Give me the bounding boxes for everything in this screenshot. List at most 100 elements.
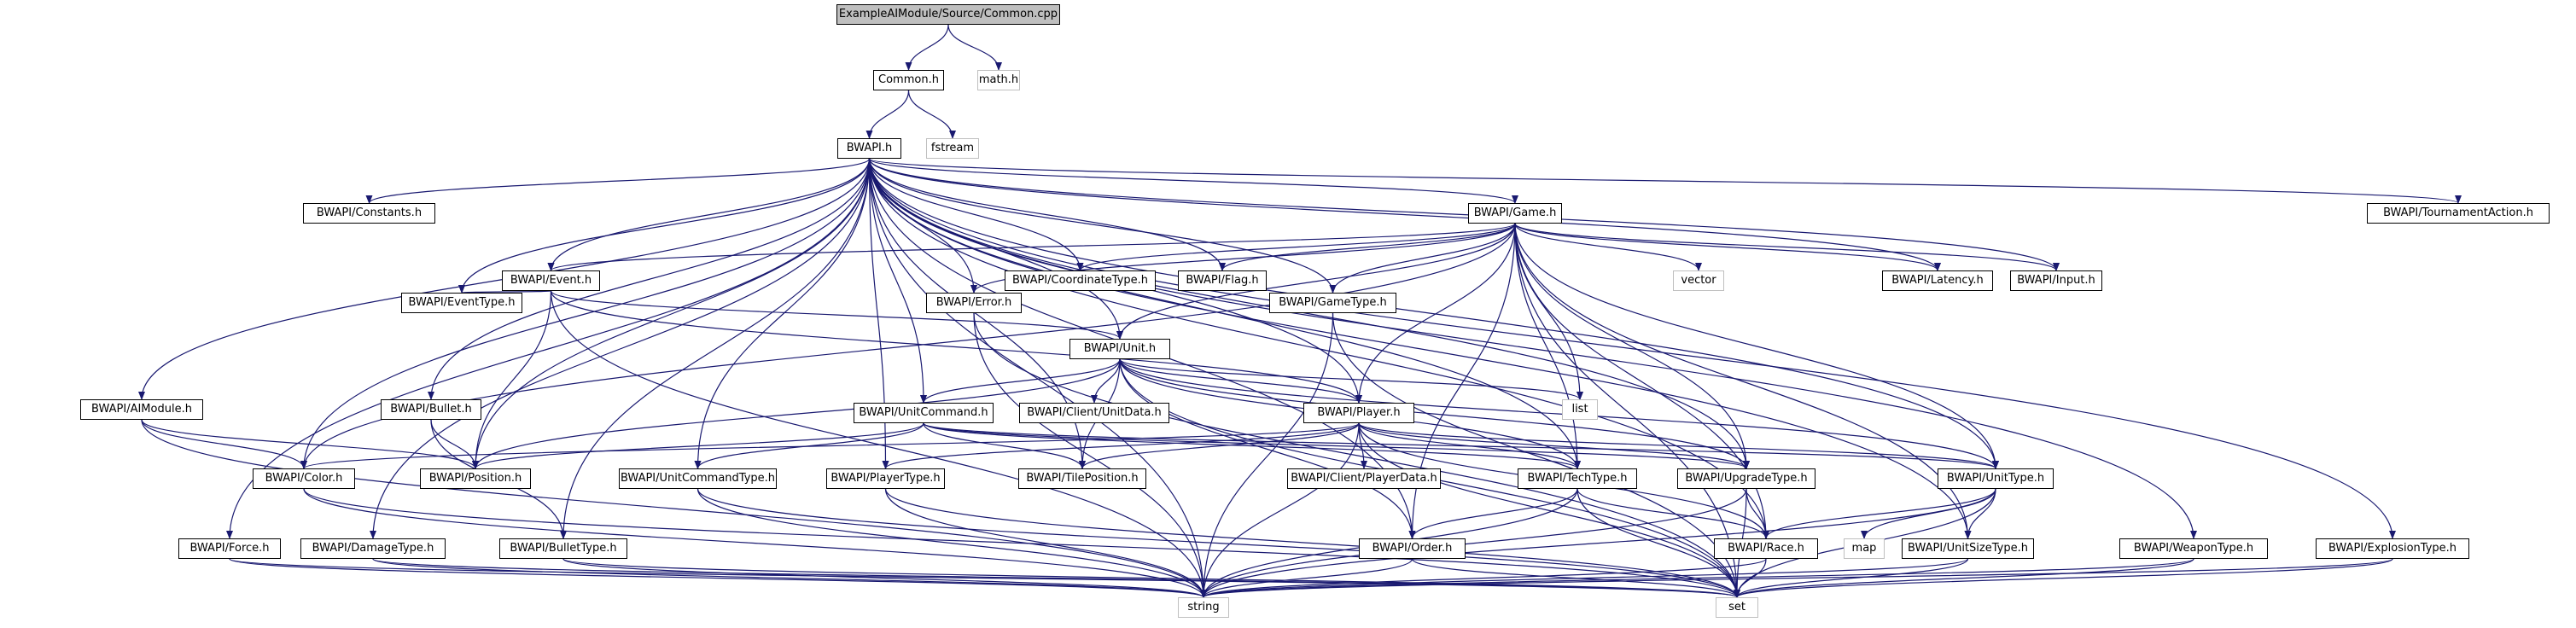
edge-explosiontype-to-string [1200, 558, 2393, 598]
edge-event-to-position [472, 290, 552, 469]
edge-bullettype-to-set [562, 558, 1740, 598]
edge-bwapi-to-explosiontype [868, 158, 2396, 539]
edge-race-to-string [1200, 558, 1767, 598]
edge-root-to-math [947, 24, 1002, 71]
edge-unitsizetype-to-string [1200, 558, 1969, 598]
node-game-h[interactable]: BWAPI/Game.h [1468, 203, 1562, 224]
node-tournamentaction-h[interactable]: BWAPI/TournamentAction.h [2367, 203, 2550, 224]
node-unitcommandtype-h[interactable]: BWAPI/UnitCommandType.h [619, 468, 777, 489]
edge-unitcommandtype-to-set [696, 488, 1740, 598]
edge-game-to-player [1355, 223, 1516, 404]
edge-game-to-order [1408, 223, 1516, 539]
edge-playertype-to-set [884, 488, 1740, 598]
node-bullettype-h[interactable]: BWAPI/BulletType.h [499, 538, 627, 559]
node-client-unitdata-h[interactable]: BWAPI/Client/UnitData.h [1019, 403, 1169, 423]
node-eventtype-h[interactable]: BWAPI/EventType.h [401, 293, 522, 313]
edge-unitcommand-to-position [472, 422, 924, 469]
node-latency-h[interactable]: BWAPI/Latency.h [1882, 270, 1993, 291]
edge-game-to-coordtype [1076, 223, 1516, 271]
edge-bwapi-to-unitcommandtype [694, 158, 871, 469]
edge-common-to-bwapi [865, 90, 910, 139]
node-damagetype-h[interactable]: BWAPI/DamageType.h [300, 538, 446, 559]
node-input-h[interactable]: BWAPI/Input.h [2010, 270, 2102, 291]
edge-unittype-to-string [1200, 488, 1996, 598]
node-color-h[interactable]: BWAPI/Color.h [253, 468, 355, 489]
edge-damagetype-to-set [372, 558, 1740, 598]
edge-game-to-latency [1514, 223, 1941, 271]
edge-game-to-unittype [1514, 223, 1999, 469]
node-common-cpp[interactable]: ExampleAIModule/Source/Common.cpp [836, 4, 1060, 25]
edge-aimodule-to-string [141, 419, 1207, 598]
edge-unit-to-order [1119, 358, 1416, 539]
node-race-h[interactable]: BWAPI/Race.h [1714, 538, 1818, 559]
edge-unittype-to-unitsizetype [1964, 488, 1996, 539]
node-unittype-h[interactable]: BWAPI/UnitType.h [1938, 468, 2054, 489]
node-weapontype-h[interactable]: BWAPI/WeaponType.h [2119, 538, 2268, 559]
node-bwapi-h[interactable]: BWAPI.h [837, 138, 901, 159]
node-gametype-h[interactable]: BWAPI/GameType.h [1269, 293, 1396, 313]
node-upgradetype-h[interactable]: BWAPI/UpgradeType.h [1677, 468, 1815, 489]
node-aimodule-h[interactable]: BWAPI/AIModule.h [80, 399, 203, 420]
edge-unit-to-player [1119, 358, 1362, 404]
edge-event-to-player [550, 290, 1362, 404]
edge-color-to-string [303, 488, 1207, 598]
edge-unit-to-unittype [1119, 358, 1999, 469]
node-flag-h[interactable]: BWAPI/Flag.h [1178, 270, 1267, 291]
edge-unittype-to-map [1861, 488, 1996, 539]
node-techtype-h[interactable]: BWAPI/TechType.h [1518, 468, 1637, 489]
edge-playertype-to-string [884, 488, 1207, 598]
node-coordinatetype-h[interactable]: BWAPI/CoordinateType.h [1005, 270, 1156, 291]
node-common-h[interactable]: Common.h [873, 70, 944, 90]
node-math-h: math.h [977, 70, 1020, 90]
edge-bwapi-to-color [300, 158, 871, 469]
edge-game-to-error [970, 223, 1516, 294]
edge-bwapi-to-gametype [868, 158, 1337, 294]
node-map: map [1844, 538, 1885, 559]
edge-game-to-set [1514, 223, 1740, 598]
edge-techtype-to-order [1408, 488, 1578, 539]
edge-game-to-input [1514, 223, 2060, 271]
edge-event-to-string [550, 290, 1207, 598]
edge-bwapi-to-damagetype [370, 158, 871, 539]
edge-unit-to-upgradetype [1119, 358, 1750, 469]
node-event-h[interactable]: BWAPI/Event.h [502, 270, 600, 291]
node-position-h[interactable]: BWAPI/Position.h [420, 468, 531, 489]
edge-force-to-string [229, 558, 1207, 598]
node-force-h[interactable]: BWAPI/Force.h [178, 538, 281, 559]
edge-player-to-tileposition [1079, 422, 1360, 469]
edge-game-to-unit [1116, 223, 1516, 340]
node-bullet-h[interactable]: BWAPI/Bullet.h [381, 399, 481, 420]
edge-unit-to-unitcommand [920, 358, 1121, 404]
edge-weapontype-to-set [1734, 558, 2194, 598]
edge-unitcommand-to-unittype [923, 422, 1999, 469]
edge-player-to-techtype [1358, 422, 1581, 469]
edge-bwapi-to-unittype [868, 158, 1999, 469]
edge-unit-to-list [1119, 358, 1583, 400]
node-unitcommand-h[interactable]: BWAPI/UnitCommand.h [854, 403, 994, 423]
node-constants-h[interactable]: BWAPI/Constants.h [303, 203, 435, 224]
edge-unitsizetype-to-set [1734, 558, 1969, 598]
edge-weapontype-to-string [1200, 558, 2194, 598]
node-order-h[interactable]: BWAPI/Order.h [1359, 538, 1466, 559]
node-player-h[interactable]: BWAPI/Player.h [1303, 403, 1414, 423]
node-error-h[interactable]: BWAPI/Error.h [926, 293, 1022, 313]
edge-player-to-upgradetype [1358, 422, 1750, 469]
node-explosiontype-h[interactable]: BWAPI/ExplosionType.h [2316, 538, 2469, 559]
edge-player-to-playertype [882, 422, 1360, 469]
node-unit-h[interactable]: BWAPI/Unit.h [1069, 339, 1170, 359]
edge-player-to-color [300, 422, 1360, 469]
edge-unitcommand-to-upgradetype [923, 422, 1750, 469]
node-set: set [1716, 597, 1758, 618]
edge-player-to-string [1200, 422, 1360, 598]
edge-bwapi-to-eventtype [458, 158, 871, 294]
node-string: string [1178, 597, 1229, 618]
node-client-playerdata-h[interactable]: BWAPI/Client/PlayerData.h [1287, 468, 1441, 489]
edge-common-to-fstream [907, 90, 956, 139]
edge-bwapi-to-force [226, 158, 871, 539]
node-playertype-h[interactable]: BWAPI/PlayerType.h [826, 468, 945, 489]
edge-bwapi-to-tournament [868, 158, 2462, 204]
edge-unit-to-position [472, 358, 1121, 469]
node-unitsizetype-h[interactable]: BWAPI/UnitSizeType.h [1902, 538, 2034, 559]
node-tileposition-h[interactable]: BWAPI/TilePosition.h [1018, 468, 1146, 489]
edge-player-to-set [1358, 422, 1740, 598]
